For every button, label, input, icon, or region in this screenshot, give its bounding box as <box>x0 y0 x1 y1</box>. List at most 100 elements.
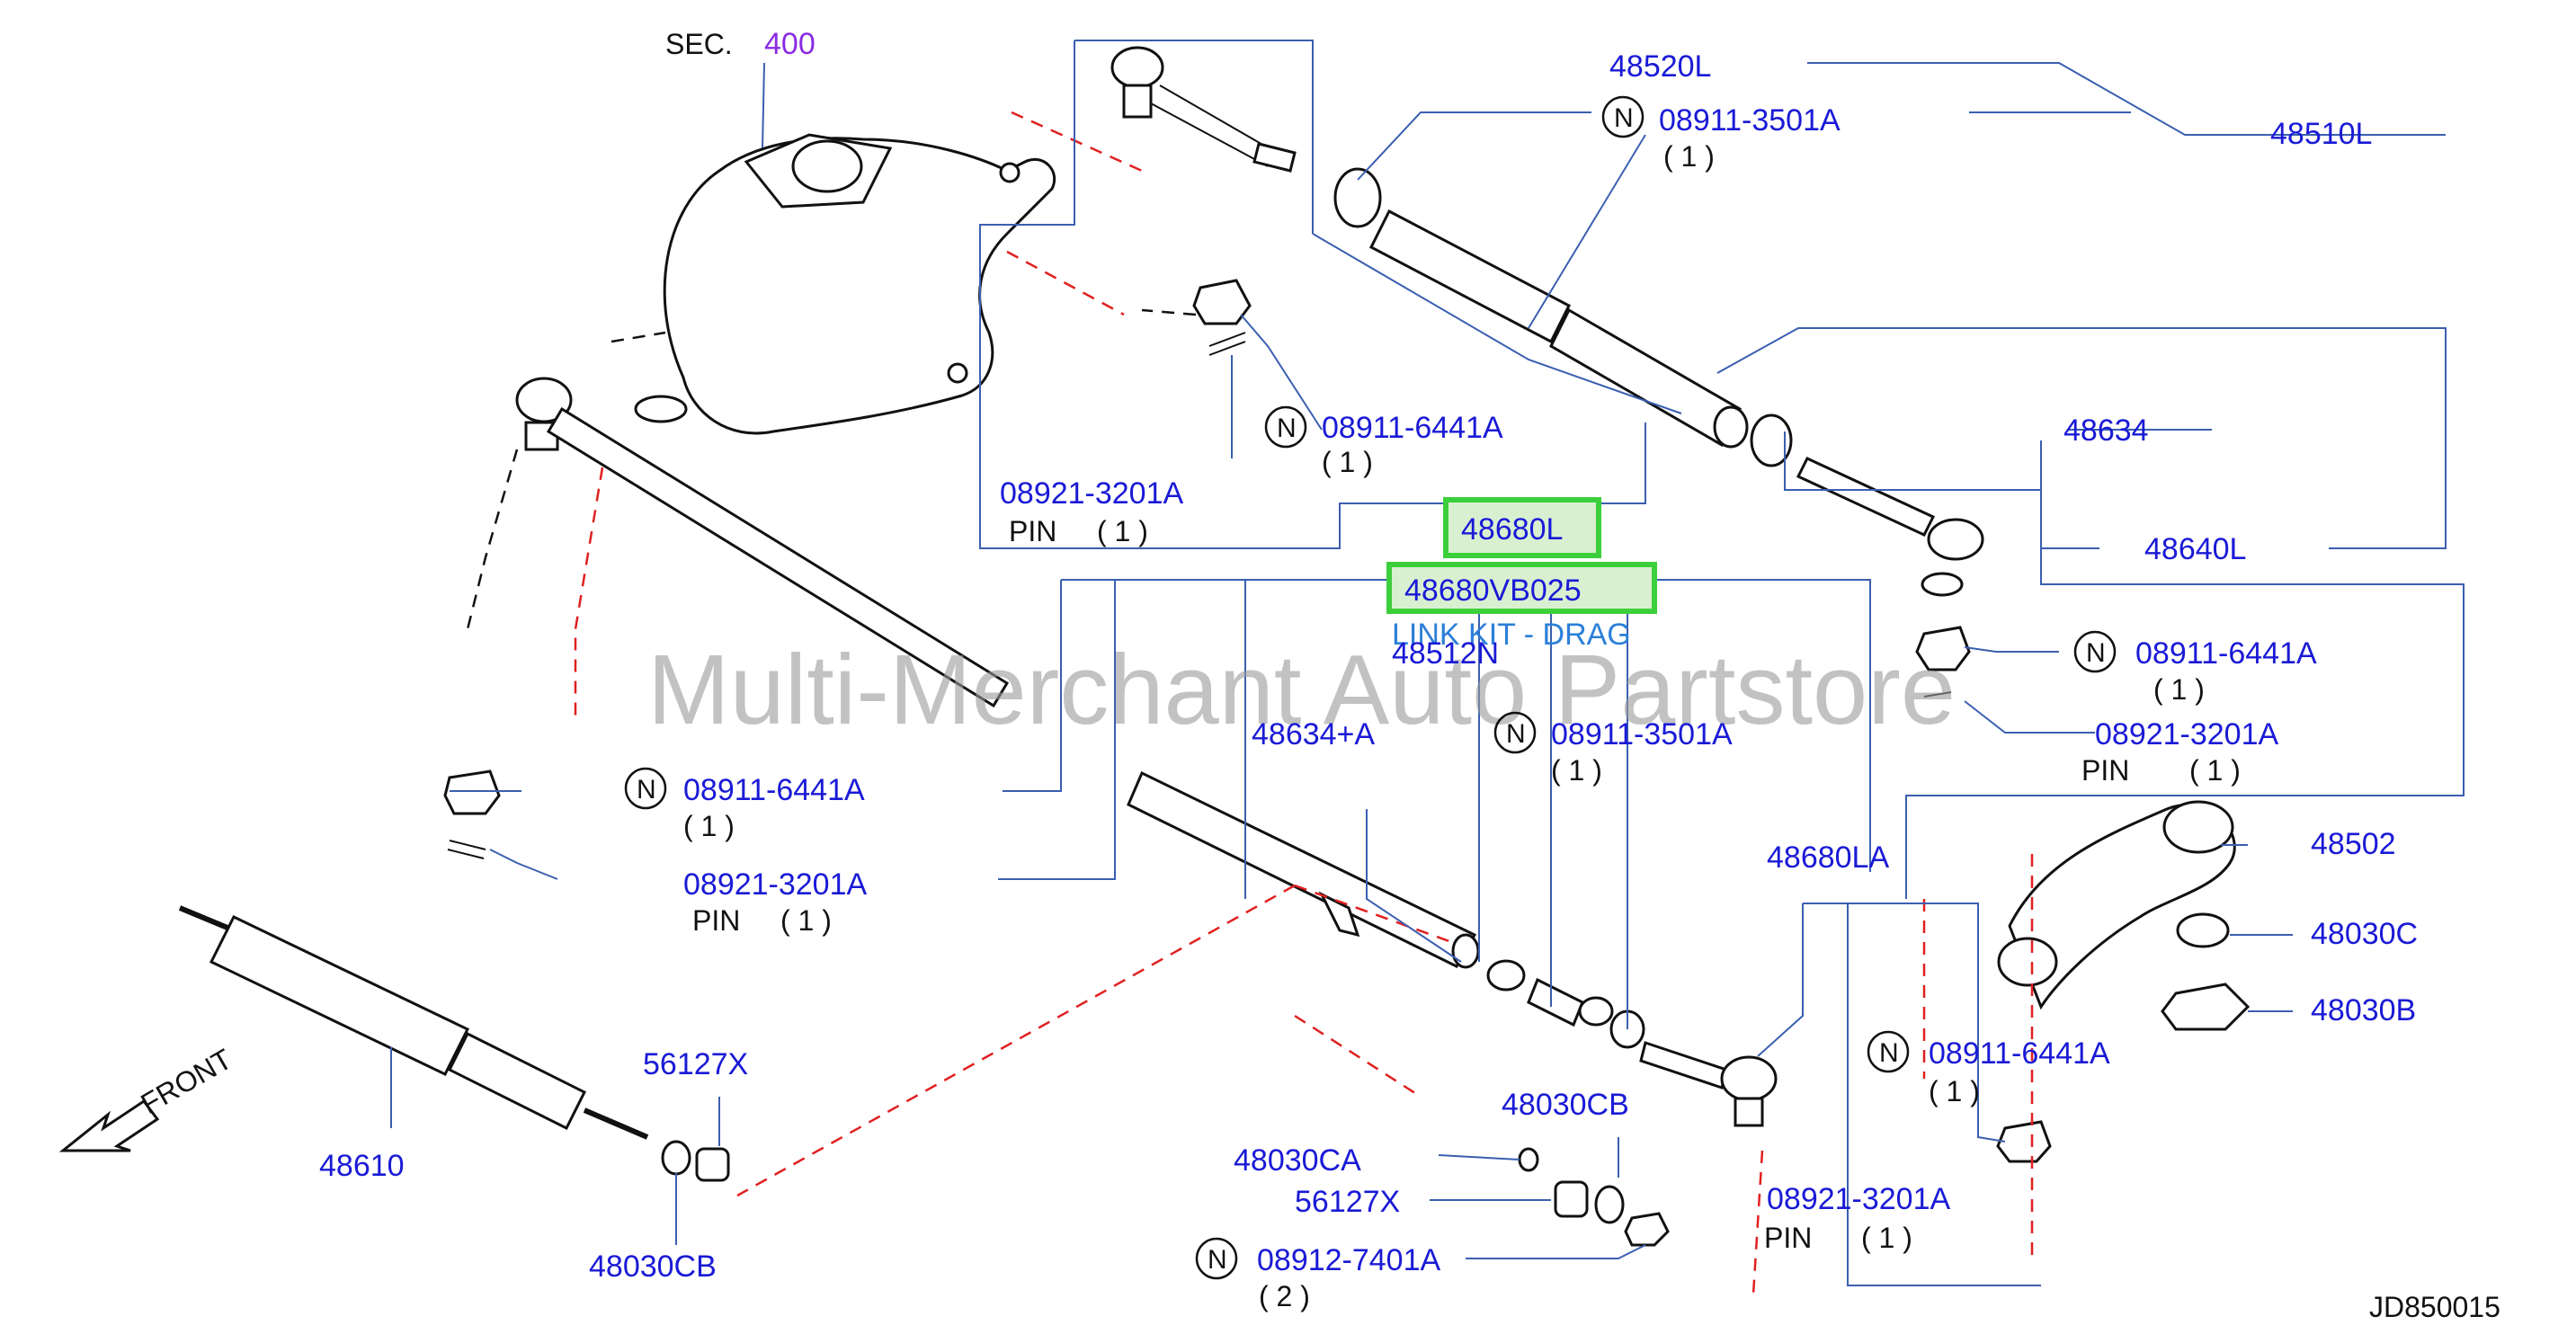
section-prefix: SEC. <box>665 28 733 60</box>
leader-48510L-b <box>1528 134 1646 329</box>
n-circle-icon <box>624 767 667 810</box>
pitman-arm-48502[interactable] <box>1997 800 2236 1010</box>
leader-nut-top <box>1357 111 1591 181</box>
part-08911-6441A-lr[interactable]: 08911-6441A <box>1929 1036 2110 1071</box>
n-circle-icon <box>1264 405 1307 449</box>
front-arrow-icon <box>58 1098 160 1152</box>
qty-pin-left: ( 1 ) <box>780 904 832 937</box>
front-label: FRONT <box>136 1043 237 1120</box>
qty-top2: ( 1 ) <box>1322 446 1373 478</box>
qty-pin-right: ( 1 ) <box>2189 754 2241 787</box>
castle-nut-right[interactable] <box>1915 626 1971 698</box>
tie-rod-end-left[interactable] <box>515 377 1010 708</box>
qty-lr: ( 1 ) <box>1929 1075 1980 1107</box>
part-48512N[interactable]: 48512N <box>1392 636 1499 671</box>
part-08921-3201A-top[interactable]: 08921-3201A <box>1000 476 1184 511</box>
part-48030B[interactable]: 48030B <box>2311 993 2416 1027</box>
leader-48520L-b <box>1312 233 1682 414</box>
part-48610[interactable]: 48610 <box>319 1149 405 1183</box>
part-48520L[interactable]: 48520L <box>1609 49 1711 84</box>
drag-link-adjuster[interactable] <box>1486 959 1645 1049</box>
n-symbol: N <box>1614 103 1634 133</box>
leader-3201A-right <box>1964 700 2095 734</box>
n-symbol: N <box>1879 1038 1899 1068</box>
part-48030C[interactable]: 48030C <box>2311 917 2418 951</box>
part-56127X-mid[interactable]: 56127X <box>1295 1185 1400 1219</box>
leader-48634A <box>1366 809 1462 963</box>
n-symbol: N <box>1277 414 1297 443</box>
pin-lr-label: PIN <box>1764 1222 1812 1254</box>
n-circle-icon <box>1493 711 1537 754</box>
part-48030CB-left[interactable]: 48030CB <box>589 1250 717 1284</box>
part-08921-3201A-lr[interactable]: 08921-3201A <box>1767 1182 1951 1216</box>
part-08921-3201A-right[interactable]: 08921-3201A <box>2095 717 2279 751</box>
section-number[interactable]: 400 <box>764 27 816 61</box>
leader-48680LA-c <box>1847 903 2041 1286</box>
part-08912-7401A[interactable]: 08912-7401A <box>1257 1243 1441 1277</box>
lock-washer-48030C[interactable] <box>2176 912 2230 948</box>
bushing-washer-left[interactable] <box>661 1140 730 1182</box>
part-48030CB-mid[interactable]: 48030CB <box>1502 1088 1629 1122</box>
cotter-pin-top[interactable] <box>1208 332 1246 356</box>
outer-tie-rod-end-top[interactable] <box>1110 46 1297 173</box>
leader-48510L <box>1807 62 2446 136</box>
diagram-id: JD850015 <box>2369 1291 2500 1323</box>
leader-frame-mid <box>1061 579 1871 872</box>
part-08911-6441A-top[interactable]: 08911-6441A <box>1322 411 1503 445</box>
part-56127X-top[interactable]: 56127X <box>643 1047 748 1081</box>
tube-48520L[interactable] <box>1333 167 1793 467</box>
kit-description: LINK KIT - DRAG <box>1392 618 1631 652</box>
part-08911-6441A-left[interactable]: 08911-6441A <box>683 773 865 807</box>
n-circle-icon <box>1867 1030 1910 1073</box>
qty-pin-top: ( 1 ) <box>1097 515 1148 547</box>
part-48634A[interactable]: 48634+A <box>1252 717 1375 751</box>
steering-gear-housing[interactable] <box>634 133 1056 435</box>
n-circle-icon <box>1601 95 1645 138</box>
part-48502[interactable]: 48502 <box>2311 827 2396 861</box>
nut-48030B[interactable] <box>2161 983 2251 1031</box>
inner-tie-rod-end-mid[interactable] <box>1639 1041 1778 1127</box>
part-08911-3501A-top[interactable]: 08911-3501A <box>1659 103 1841 138</box>
leader-48680LA <box>1757 903 1804 1057</box>
part-48634[interactable]: 48634 <box>2063 414 2149 448</box>
leader-48640L <box>2040 440 2099 549</box>
leader-48680LA-b <box>1803 903 1979 1029</box>
leader-left-6441A <box>1003 580 1062 792</box>
leader-frame-right <box>1905 490 2465 899</box>
castle-nut-top[interactable] <box>1192 279 1252 325</box>
leader-6441A-top <box>1240 314 1323 431</box>
highlight-box-48680L <box>1443 497 1601 558</box>
part-48640L[interactable]: 48640L <box>2144 532 2246 566</box>
n-circle-icon <box>2073 630 2117 673</box>
castle-nut-lower-right[interactable] <box>1996 1120 2052 1163</box>
leader-48520L-a <box>1074 40 1314 234</box>
highlight-box-kit <box>1386 562 1657 614</box>
part-08921-3201A-left[interactable]: 08921-3201A <box>683 867 868 902</box>
steering-damper-48610[interactable] <box>178 905 649 1140</box>
part-48680L[interactable]: 48680L <box>1461 512 1563 547</box>
leader-6441A-lr <box>1977 1029 2006 1143</box>
part-08911-6441A-right[interactable]: 08911-6441A <box>2135 636 2317 671</box>
pin-top-label: PIN <box>1009 515 1056 547</box>
qty-left: ( 1 ) <box>683 810 735 842</box>
n-symbol: N <box>1208 1245 1227 1275</box>
part-48030CA[interactable]: 48030CA <box>1234 1143 1361 1178</box>
qty-mid: ( 1 ) <box>1551 754 1602 787</box>
leader-sec400 <box>762 62 765 149</box>
part-48510L[interactable]: 48510L <box>2270 117 2372 151</box>
kit-number[interactable]: 48680VB025 <box>1404 574 1582 608</box>
qty-right1: ( 1 ) <box>2153 673 2205 706</box>
castle-nut-mid-left[interactable] <box>443 769 501 859</box>
leader-left-3201A <box>998 580 1116 880</box>
n-symbol: N <box>637 775 656 805</box>
pin-left-label: PIN <box>692 904 740 937</box>
part-48680LA[interactable]: 48680LA <box>1767 840 1889 875</box>
qty-pin-lr: ( 1 ) <box>1861 1222 1912 1254</box>
n-symbol: N <box>2086 638 2106 668</box>
leader-6441A-right <box>1964 646 2059 653</box>
part-08911-3501A-mid[interactable]: 08911-3501A <box>1551 717 1733 751</box>
hardware-bottom[interactable] <box>1518 1147 1670 1247</box>
qty-top1: ( 1 ) <box>1663 140 1715 173</box>
n-symbol: N <box>1506 719 1526 749</box>
leader-bolt <box>1466 1244 1646 1259</box>
